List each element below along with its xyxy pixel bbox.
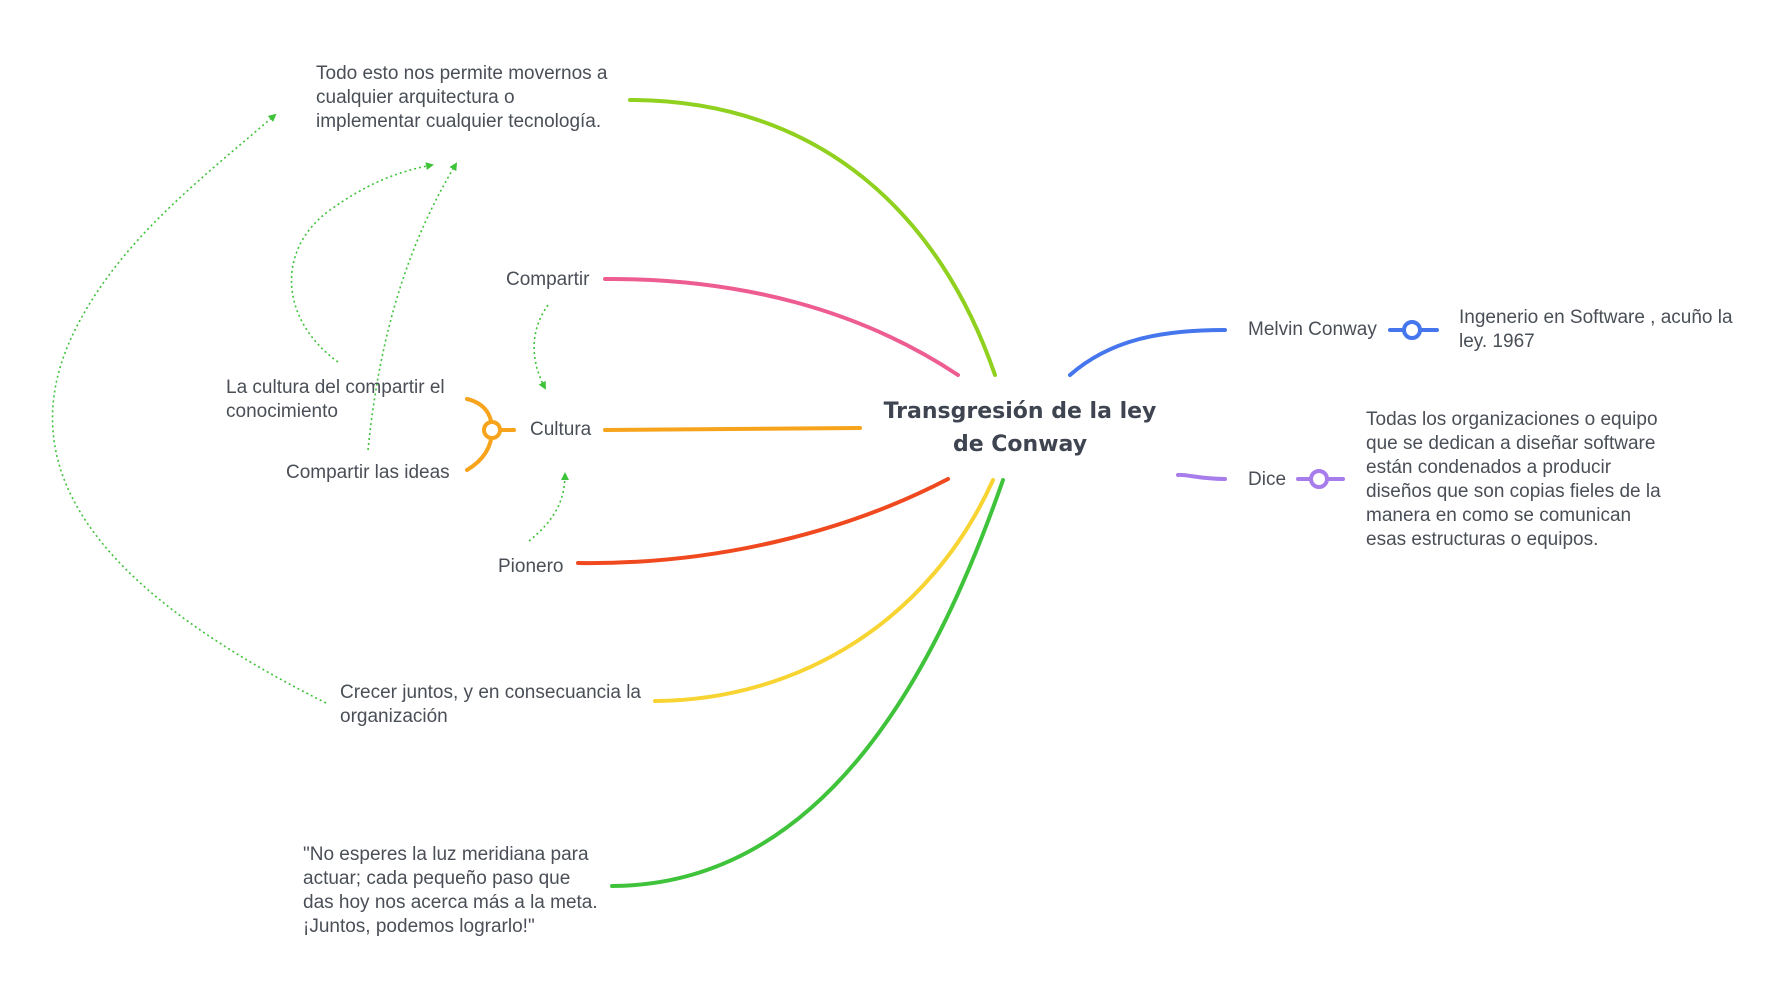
node-crecer-juntos[interactable]: Crecer juntos, y en consecuancia la orga… xyxy=(340,682,641,727)
branch-line-cultura xyxy=(603,426,862,432)
branch-line-cita xyxy=(610,478,1005,888)
branch-line-todo-esto xyxy=(628,98,997,377)
relation-arrow-cultura-conocimiento-to-todo xyxy=(290,162,434,363)
relation-arrow-compartir-ideas-to-todo xyxy=(367,162,458,451)
node-melvin-detail[interactable]: Ingenerio en Software , acuño la ley. 19… xyxy=(1459,307,1733,352)
node-pionero[interactable]: Pionero xyxy=(498,556,564,577)
node-melvin-conway[interactable]: Melvin Conway xyxy=(1248,319,1377,340)
node-cultura[interactable]: Cultura xyxy=(530,419,592,440)
node-compartir[interactable]: Compartir xyxy=(506,269,590,290)
cultura-collapse-handle[interactable] xyxy=(482,420,502,440)
branch-line-melvin-conway xyxy=(1068,328,1227,377)
node-cita[interactable]: "No esperes la luz meridiana para actuar… xyxy=(303,844,598,937)
relation-arrow-compartir-to-cultura xyxy=(533,304,549,390)
branch-line-crecer-juntos xyxy=(653,478,995,703)
relation-arrow-crecer-to-todo xyxy=(51,113,327,704)
node-todo-esto[interactable]: Todo esto nos permite movernos a cualqui… xyxy=(316,63,608,132)
branch-line-dice xyxy=(1176,472,1227,481)
node-dice-detail[interactable]: Todas los organizaciones o equipo que se… xyxy=(1366,409,1661,550)
central-topic[interactable]: Transgresión de la ley de Conway xyxy=(883,399,1157,457)
melvin-collapse-handle[interactable] xyxy=(1402,320,1422,340)
branch-line-compartir xyxy=(603,276,960,377)
relation-arrow-pionero-to-cultura xyxy=(528,472,569,542)
node-compartir-ideas[interactable]: Compartir las ideas xyxy=(286,462,450,483)
node-dice[interactable]: Dice xyxy=(1248,469,1287,490)
node-cultura-compartir-conocimiento[interactable]: La cultura del compartir el conocimiento xyxy=(226,377,445,422)
branch-line-pionero xyxy=(576,477,950,566)
dice-collapse-handle[interactable] xyxy=(1309,469,1329,489)
